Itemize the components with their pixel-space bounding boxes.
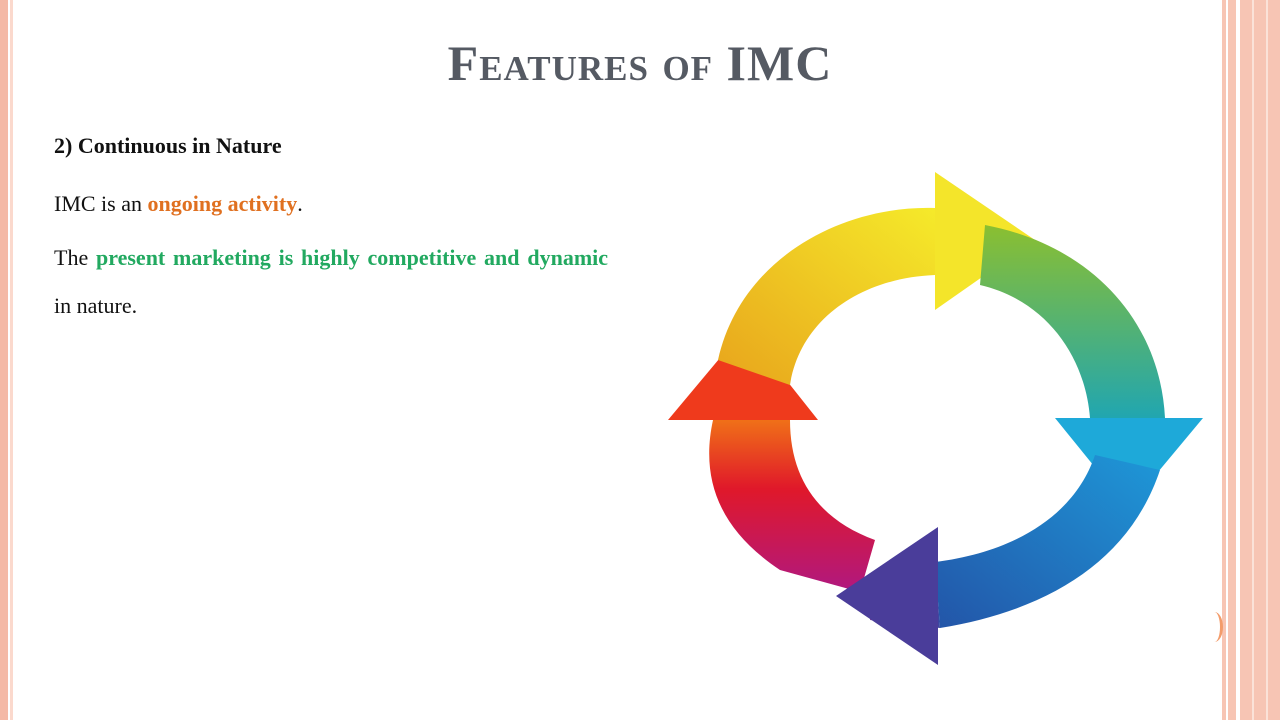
right-border-line <box>1266 0 1268 720</box>
text: in nature. <box>54 293 138 318</box>
highlight-dynamic: dynamic <box>527 245 609 270</box>
text: The <box>54 245 96 270</box>
right-border-line <box>1236 0 1240 720</box>
right-border-block <box>1222 0 1280 720</box>
red-arrow <box>668 328 875 592</box>
text: IMC is an <box>54 191 148 216</box>
highlight-ongoing-activity: ongoing activity <box>147 191 298 216</box>
highlight-competitive: present marketing is highly competitive … <box>96 245 520 270</box>
slide-content: 2) Continuous in Nature IMC is an ongoin… <box>54 128 608 330</box>
text: . <box>297 191 303 216</box>
left-border-stripe <box>0 0 8 720</box>
left-border-line <box>10 0 13 720</box>
right-border-line <box>1252 0 1254 720</box>
section-heading: 2) Continuous in Nature <box>54 133 282 158</box>
circular-arrows-cycle <box>668 172 1203 665</box>
slide-title: Features of IMC <box>447 35 833 91</box>
purple-arrow <box>836 527 940 665</box>
blue-arrow <box>935 455 1160 628</box>
paragraph-competitive: The present marketing is highly competit… <box>54 234 608 330</box>
right-border-line <box>1226 0 1228 720</box>
paragraph-ongoing: IMC is an ongoing activity. <box>54 186 608 222</box>
decorative-curve <box>1206 612 1223 642</box>
